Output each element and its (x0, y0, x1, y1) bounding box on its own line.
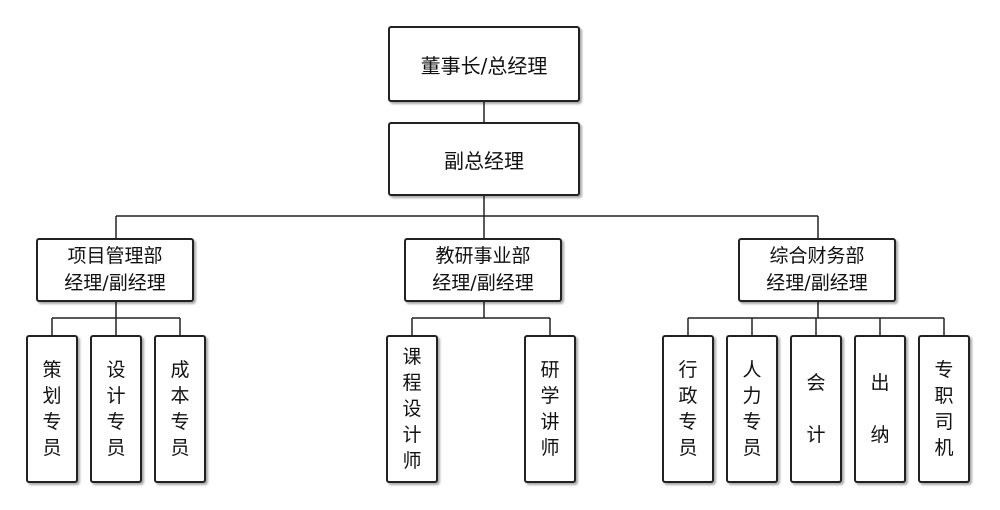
staff-label: 设 计 专 员 (106, 359, 126, 459)
staff-label: 会 计 (806, 372, 826, 446)
staff-label: 研 学 讲 师 (540, 359, 560, 459)
chairman-label: 董事长/总经理 (420, 53, 548, 78)
staff-box-design: 设 计 专 员 (90, 335, 142, 483)
staff-label: 课 程 设 计 师 (402, 346, 422, 472)
staff-label: 专 职 司 机 (934, 359, 954, 459)
dept-research-label: 教研事业部 经理/副经理 (432, 245, 534, 294)
staff-box-cost: 成 本 专 员 (154, 335, 206, 483)
staff-box-course-designer: 课 程 设 计 师 (386, 335, 438, 483)
staff-box-hr: 人 力 专 员 (726, 335, 778, 483)
dept-finance-label: 综合财务部 经理/副经理 (766, 245, 868, 294)
staff-label: 出 纳 (870, 372, 890, 446)
dept-project-box: 项目管理部 经理/副经理 (36, 238, 194, 302)
vice-gm-label: 副总经理 (444, 148, 524, 173)
staff-label: 成 本 专 员 (170, 359, 190, 459)
staff-box-cashier: 出 纳 (854, 335, 906, 483)
staff-box-planning: 策 划 专 员 (26, 335, 78, 483)
dept-finance-box: 综合财务部 经理/副经理 (738, 238, 896, 302)
staff-label: 策 划 专 员 (42, 359, 62, 459)
staff-box-study-lecturer: 研 学 讲 师 (524, 335, 576, 483)
dept-research-box: 教研事业部 经理/副经理 (404, 238, 562, 302)
vice-gm-box: 副总经理 (388, 122, 580, 196)
staff-label: 人 力 专 员 (742, 359, 762, 459)
staff-box-admin: 行 政 专 员 (662, 335, 714, 483)
staff-box-driver: 专 职 司 机 (918, 335, 970, 483)
staff-label: 行 政 专 员 (678, 359, 698, 459)
staff-box-accountant: 会 计 (790, 335, 842, 483)
chairman-box: 董事长/总经理 (388, 26, 580, 102)
dept-project-label: 项目管理部 经理/副经理 (64, 245, 166, 294)
